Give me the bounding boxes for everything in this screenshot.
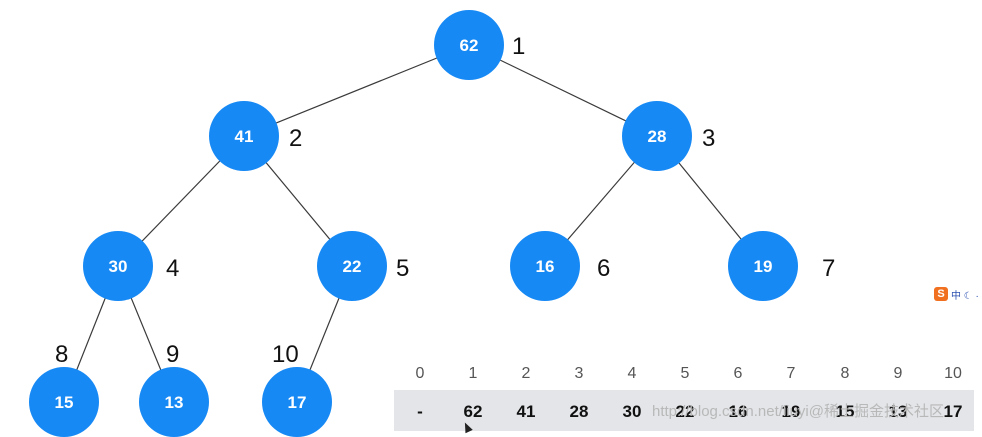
tree-node: 41 2 xyxy=(209,101,302,171)
tree-node-value: 15 xyxy=(55,393,74,412)
array-cell-value: 30 xyxy=(623,402,642,421)
ime-logo-icon: S xyxy=(934,287,948,301)
tree-node: 16 6 xyxy=(510,231,610,301)
tree-node-index-label: 6 xyxy=(597,255,610,282)
tree-node-circle xyxy=(262,367,332,437)
tree-node: 30 4 xyxy=(83,231,179,301)
array-band xyxy=(394,390,974,431)
array-cell-value: 28 xyxy=(570,402,589,421)
tree-node: 28 3 xyxy=(622,101,715,171)
tree-node-value: 41 xyxy=(235,127,254,146)
array-index-label: 1 xyxy=(469,365,478,382)
tree-node-index-label: 9 xyxy=(166,341,179,368)
array-index-label: 2 xyxy=(522,365,531,382)
tree-node-index-label: 2 xyxy=(289,125,302,152)
tree-node-circle xyxy=(317,231,387,301)
array-index-label: 5 xyxy=(681,365,690,382)
tree-node: 15 8 xyxy=(29,341,99,437)
tree-node-circle xyxy=(83,231,153,301)
tree-node-circle xyxy=(139,367,209,437)
tree-node-index-label: 3 xyxy=(702,125,715,152)
tree-node-value: 13 xyxy=(165,393,184,412)
tree-node-circle xyxy=(728,231,798,301)
tree-node-value: 17 xyxy=(288,393,307,412)
array-index-label: 9 xyxy=(894,365,903,382)
array-index-label: 8 xyxy=(841,365,850,382)
tree-node: 19 7 xyxy=(728,231,835,301)
tree-node-index-label: 5 xyxy=(396,255,409,282)
tree-node-value: 16 xyxy=(536,257,555,276)
tree-node-index-label: 1 xyxy=(512,33,525,60)
ime-badge[interactable]: S 中 ☾ · xyxy=(934,286,979,302)
tree-node: 22 5 xyxy=(317,231,409,301)
watermark-text: http://blog.csdn.net/liuyi@稀土掘金技术社区 xyxy=(652,403,944,420)
tree-node-value: 62 xyxy=(460,36,479,55)
tree-node-circle xyxy=(434,10,504,80)
tree-node: 13 9 xyxy=(139,341,209,437)
array-index-label: 3 xyxy=(575,365,584,382)
tree-node-circle xyxy=(510,231,580,301)
array-cell-value: 62 xyxy=(464,402,483,421)
tree-node-index-label: 7 xyxy=(822,255,835,282)
array-row: 0 - 1 62 2 41 3 28 4 30 5 22 6 16 7 19 8 15 9 13 10 17 xyxy=(416,365,963,421)
array-index-label: 10 xyxy=(944,365,962,382)
tree-node-value: 19 xyxy=(754,257,773,276)
tree-node-index-label: 10 xyxy=(272,341,299,368)
tree-node-index-label: 8 xyxy=(55,341,68,368)
array-cell-value: 16 xyxy=(729,402,748,421)
ime-badge-label: 中 ☾ · xyxy=(951,290,979,302)
tree-node-value: 22 xyxy=(343,257,362,276)
array-cell-value: 15 xyxy=(836,402,855,421)
array-cell-value: 13 xyxy=(889,402,908,421)
array-index-label: 6 xyxy=(734,365,743,382)
tree-node-value: 30 xyxy=(109,257,128,276)
tree-node-index-label: 4 xyxy=(166,255,179,282)
tree-node-value: 28 xyxy=(648,127,667,146)
array-index-label: 0 xyxy=(416,365,425,382)
array-cell-value: 17 xyxy=(944,402,963,421)
tree-node: 62 1 xyxy=(434,10,525,80)
array-cell-value: 41 xyxy=(517,402,536,421)
tree-node-circle xyxy=(622,101,692,171)
array-index-label: 4 xyxy=(628,365,637,382)
array-cell-value: 19 xyxy=(782,402,801,421)
tree-node-circle xyxy=(209,101,279,171)
array-index-label: 7 xyxy=(787,365,796,382)
array-cell-value: 22 xyxy=(676,402,695,421)
tree-edge-1-2 xyxy=(243,44,470,137)
array-cell-value: - xyxy=(417,402,423,421)
tree-node-circle xyxy=(29,367,99,437)
